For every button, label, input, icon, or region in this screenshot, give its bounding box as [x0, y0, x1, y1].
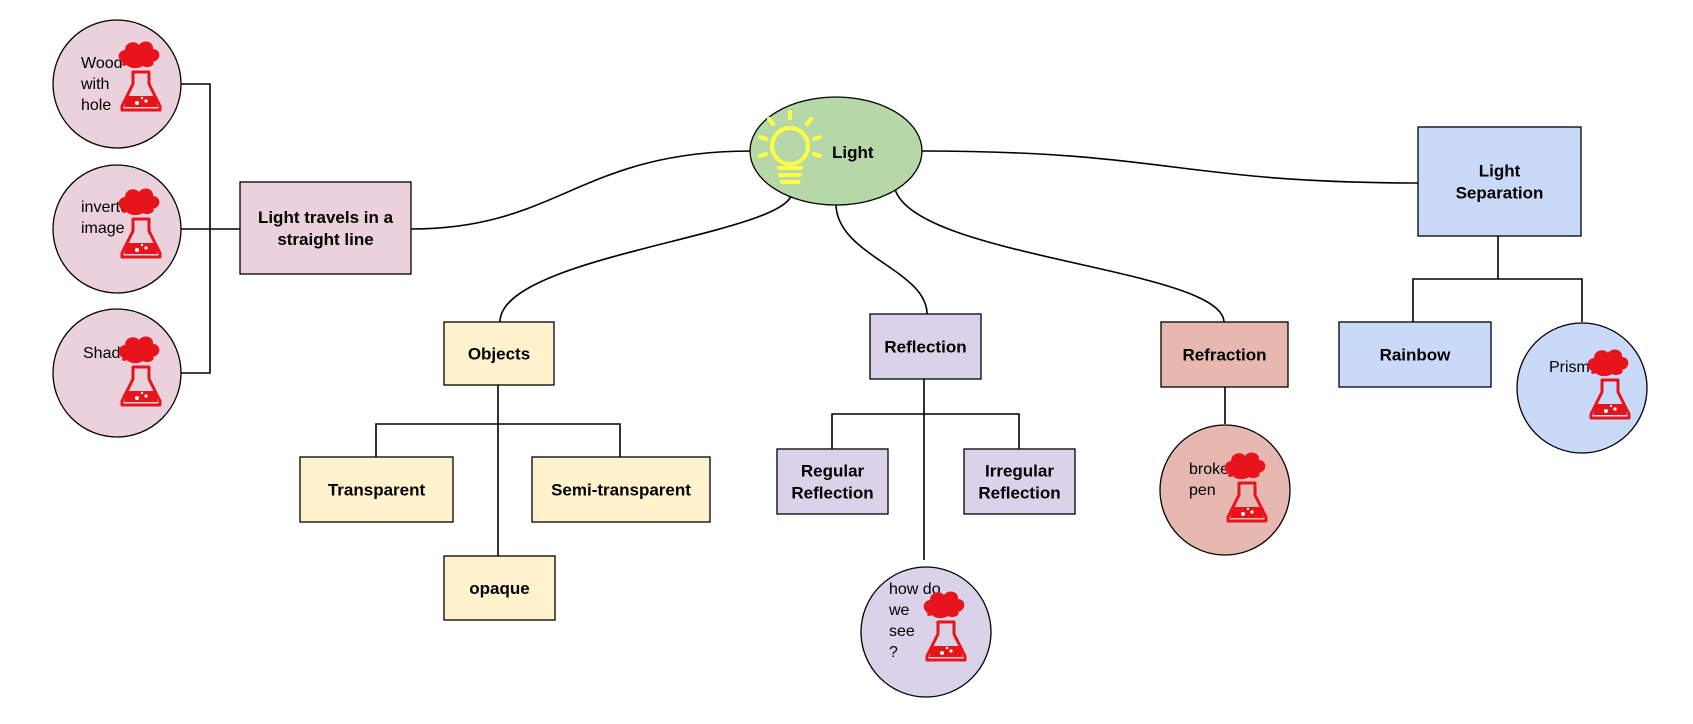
- node-separation-box: [1417, 126, 1582, 237]
- center-node-light[interactable]: Light: [749, 96, 923, 206]
- node-wood-circle: [52, 19, 182, 149]
- node-howsee-label: see: [889, 623, 915, 640]
- node-regular-label: Reflection: [791, 484, 873, 503]
- node-rainbow-label: Rainbow: [1380, 346, 1452, 365]
- node-brokenpen-circle: [1159, 424, 1291, 556]
- node-prism-circle: [1516, 322, 1648, 454]
- node-prism-label: Prism: [1549, 359, 1590, 376]
- node-refraction-box: [1160, 321, 1289, 388]
- node-wood-label: with: [80, 76, 109, 93]
- node-shadow-circle: [52, 308, 182, 438]
- node-irregular-label: Irregular: [985, 462, 1054, 481]
- node-regular-box: [776, 448, 889, 515]
- node-semi-box: [531, 456, 711, 523]
- flask-icon: [118, 188, 162, 259]
- node-reflection-box: [869, 313, 982, 380]
- node-separation-label: Light: [1479, 162, 1521, 181]
- node-straight[interactable]: Light travels in a straight line: [239, 181, 412, 275]
- edge-light-refraction: [894, 188, 1225, 323]
- flask-icon: [118, 41, 162, 112]
- connectors: [177, 83, 1583, 560]
- node-semi[interactable]: Semi-transparent: [531, 456, 711, 523]
- node-opaque[interactable]: opaque: [443, 555, 556, 621]
- node-refraction[interactable]: Refraction: [1160, 321, 1289, 388]
- node-straight-label: Light travels in a: [258, 208, 394, 227]
- edge-light-straight: [410, 150, 756, 230]
- node-reflection-label: Reflection: [884, 338, 966, 357]
- node-rainbow[interactable]: Rainbow: [1338, 321, 1492, 388]
- edge-objects-children: [375, 385, 621, 556]
- node-refraction-label: Refraction: [1182, 346, 1266, 365]
- flask-icon: [923, 591, 967, 662]
- node-opaque-label: opaque: [469, 579, 529, 598]
- node-objects-box: [443, 321, 555, 386]
- node-prism[interactable]: Prism: [1516, 322, 1648, 454]
- node-straight-label: straight line: [277, 230, 373, 249]
- node-objects[interactable]: Objects: [443, 321, 555, 386]
- flask-icon: [118, 336, 162, 407]
- node-irregular-box: [963, 448, 1076, 515]
- node-inverted-label: image: [81, 220, 125, 237]
- node-reflection[interactable]: Reflection: [869, 313, 982, 380]
- edge-reflection-children: [831, 379, 1020, 560]
- edge-light-reflection: [835, 203, 928, 315]
- node-semi-label: Semi-transparent: [551, 481, 691, 500]
- lightbulb-icon: [758, 110, 822, 184]
- node-howsee-label: how do: [889, 581, 941, 598]
- node-shadow[interactable]: Shadow: [52, 308, 182, 438]
- node-wood-label: Wood: [81, 55, 123, 72]
- node-wood[interactable]: Wood with hole: [52, 19, 182, 149]
- node-brokenpen-label: pen: [1189, 482, 1216, 499]
- node-rainbow-box: [1338, 321, 1492, 388]
- rect-nodes: Light travels in a straight lineObjectsTr…: [239, 126, 1582, 621]
- node-opaque-box: [443, 555, 556, 621]
- node-separation-label: Separation: [1456, 184, 1544, 203]
- flask-icon: [1224, 452, 1268, 523]
- node-irregular-label: Reflection: [978, 484, 1060, 503]
- flask-icon: [1587, 349, 1631, 420]
- center-label: Light: [832, 143, 874, 162]
- node-howsee[interactable]: how do we see?: [860, 566, 992, 698]
- node-howsee-label: ?: [889, 644, 898, 661]
- node-objects-label: Objects: [468, 345, 530, 364]
- node-transparent[interactable]: Transparent: [299, 456, 454, 523]
- edge-light-objects: [499, 191, 793, 323]
- edge-light-separation: [919, 150, 1421, 184]
- node-transparent-box: [299, 456, 454, 523]
- node-straight-box: [239, 181, 412, 275]
- node-regular-label: Regular: [801, 462, 865, 481]
- node-transparent-label: Transparent: [328, 481, 426, 500]
- edge-separation-children: [1412, 236, 1583, 322]
- edge-straight-circles: [177, 83, 240, 374]
- node-howsee-label: we: [888, 602, 910, 619]
- node-wood-label: hole: [81, 97, 111, 114]
